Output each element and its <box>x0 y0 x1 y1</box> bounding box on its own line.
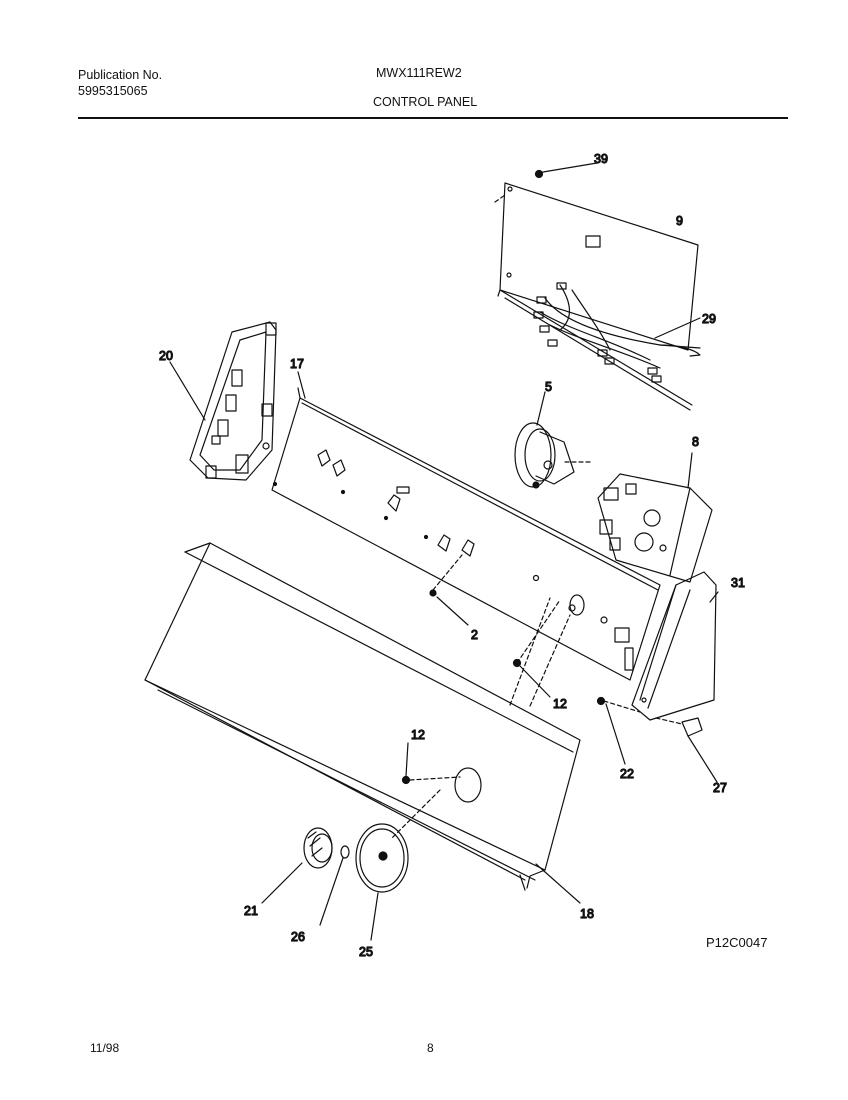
part-2-screw <box>429 554 469 626</box>
part-26-washer <box>319 845 350 926</box>
part-12-lower-lamp <box>391 742 482 839</box>
callout-39: 39 <box>594 152 608 166</box>
model-number: MWX111REW2 <box>376 66 462 80</box>
part-8-timer <box>597 452 713 583</box>
callout-12-lower: 12 <box>411 728 425 742</box>
callout-5: 5 <box>545 380 552 394</box>
callout-22: 22 <box>620 767 634 781</box>
part-29-wire-harness <box>533 282 701 383</box>
header-rule <box>78 117 788 119</box>
callout-17: 17 <box>290 357 304 371</box>
part-25-dial <box>355 823 409 941</box>
callout-27: 27 <box>713 781 727 795</box>
footer-date: 11/98 <box>90 1041 120 1055</box>
callout-29: 29 <box>702 312 716 326</box>
part-31-end-cap <box>631 571 719 721</box>
part-20-end-bracket <box>169 321 277 481</box>
publication-number: 5995315065 <box>78 84 148 98</box>
part-9-rear-cover <box>494 182 699 411</box>
part-18-console <box>144 542 581 904</box>
publication-label: Publication No. <box>78 68 163 82</box>
callout-2: 2 <box>471 628 478 642</box>
part-21-knob <box>261 827 333 904</box>
part-39-screw <box>534 162 598 179</box>
callout-12-upper: 12 <box>553 697 567 711</box>
page-number: 8 <box>427 1041 434 1055</box>
callout-31: 31 <box>731 576 745 590</box>
callout-25: 25 <box>359 945 373 959</box>
part-5-switch <box>514 391 591 489</box>
callout-8: 8 <box>692 435 699 449</box>
part-12-upper-lamp <box>509 594 585 707</box>
callout-9: 9 <box>676 214 683 228</box>
part-22-screw <box>596 696 641 765</box>
callout-26: 26 <box>291 930 305 944</box>
callout-18: 18 <box>580 907 594 921</box>
part-27-clip <box>655 717 718 783</box>
section-title: CONTROL PANEL <box>373 95 478 109</box>
diagram-code: P12C0047 <box>706 935 768 950</box>
part-17-control-plate <box>271 371 661 681</box>
callout-20: 20 <box>159 349 173 363</box>
callout-21: 21 <box>244 904 258 918</box>
